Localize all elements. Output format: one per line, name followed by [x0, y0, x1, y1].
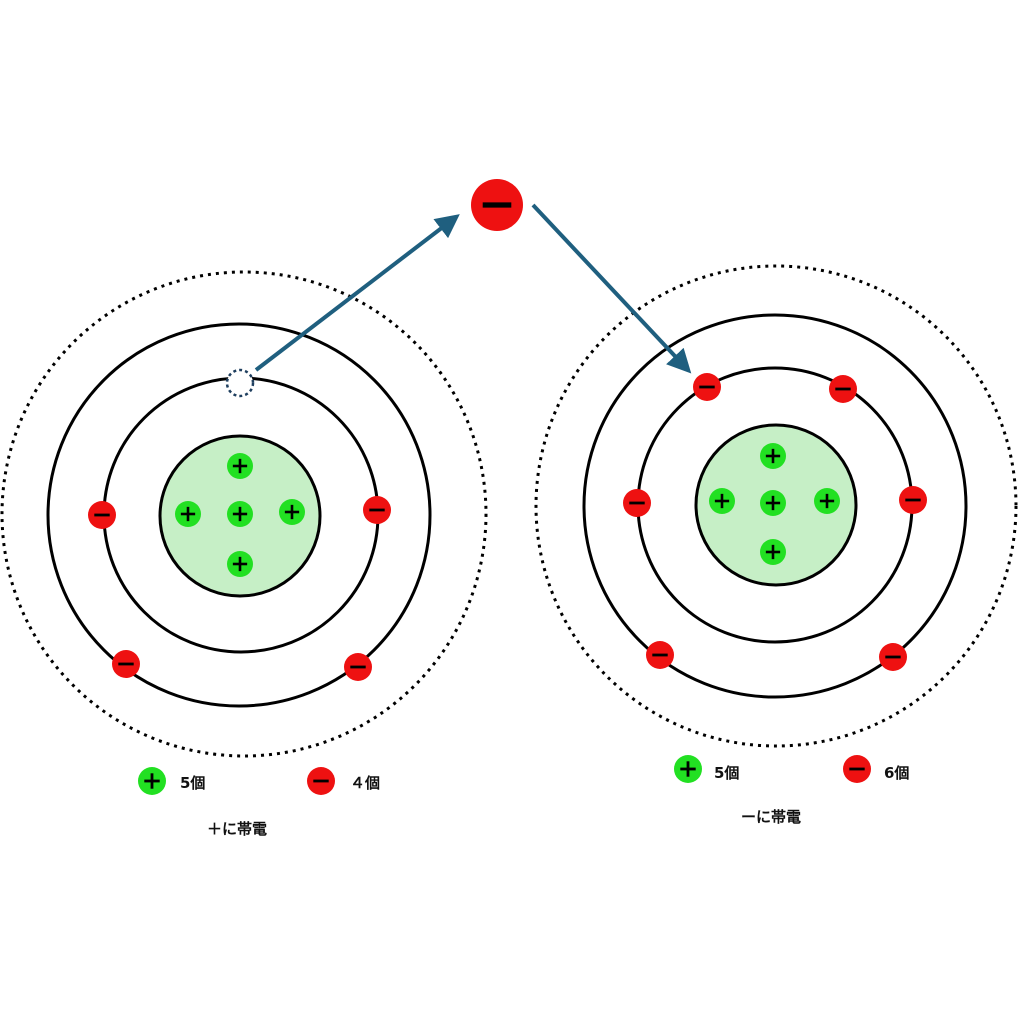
right-legend-proton-icon [674, 755, 702, 783]
left-legend-proton-icon [138, 767, 166, 795]
right-legend-electron-icon [843, 755, 871, 783]
right-electron-icon [879, 643, 907, 671]
electron-vacancy [225, 368, 255, 398]
right-legend-proton-count: 5個 [714, 764, 740, 782]
left-proton-icon [227, 551, 253, 577]
arrow-to-right-atom [531, 203, 692, 374]
left-electron-icon [88, 501, 116, 529]
right-electron-icon [623, 489, 651, 517]
left-orbit-outer [46, 322, 432, 708]
right-electron-icon [829, 375, 857, 403]
right-proton-icon [760, 443, 786, 469]
left-proton-icon [175, 501, 201, 527]
left-outer-dotted-orbit [0, 270, 488, 758]
right-caption: ーに帯電 [741, 808, 802, 826]
right-outer-dotted-orbit [534, 264, 1018, 748]
right-electron-icon [899, 486, 927, 514]
left-proton-icon [227, 501, 253, 527]
arrow-to-free-electron [254, 214, 460, 372]
left-electron-icon [112, 650, 140, 678]
left-electron-icon [363, 496, 391, 524]
right-proton-icon [760, 539, 786, 565]
right-orbit-outer [582, 313, 968, 699]
right-proton-icon [760, 490, 786, 516]
right-legend-electron-count: 6個 [884, 764, 910, 782]
left-legend-electron-icon [307, 767, 335, 795]
right-electron-icon [646, 641, 674, 669]
right-electron-icon [693, 373, 721, 401]
left-electron-icon [344, 653, 372, 681]
right-proton-icon [709, 488, 735, 514]
left-legend-electron-count: ４個 [350, 774, 381, 792]
left-legend-proton-count: 5個 [180, 774, 206, 792]
left-caption: ＋に帯電 [207, 820, 268, 838]
transferring-electron-icon [471, 179, 523, 231]
left-proton-icon [279, 499, 305, 525]
left-proton-icon [227, 453, 253, 479]
right-proton-icon [814, 488, 840, 514]
